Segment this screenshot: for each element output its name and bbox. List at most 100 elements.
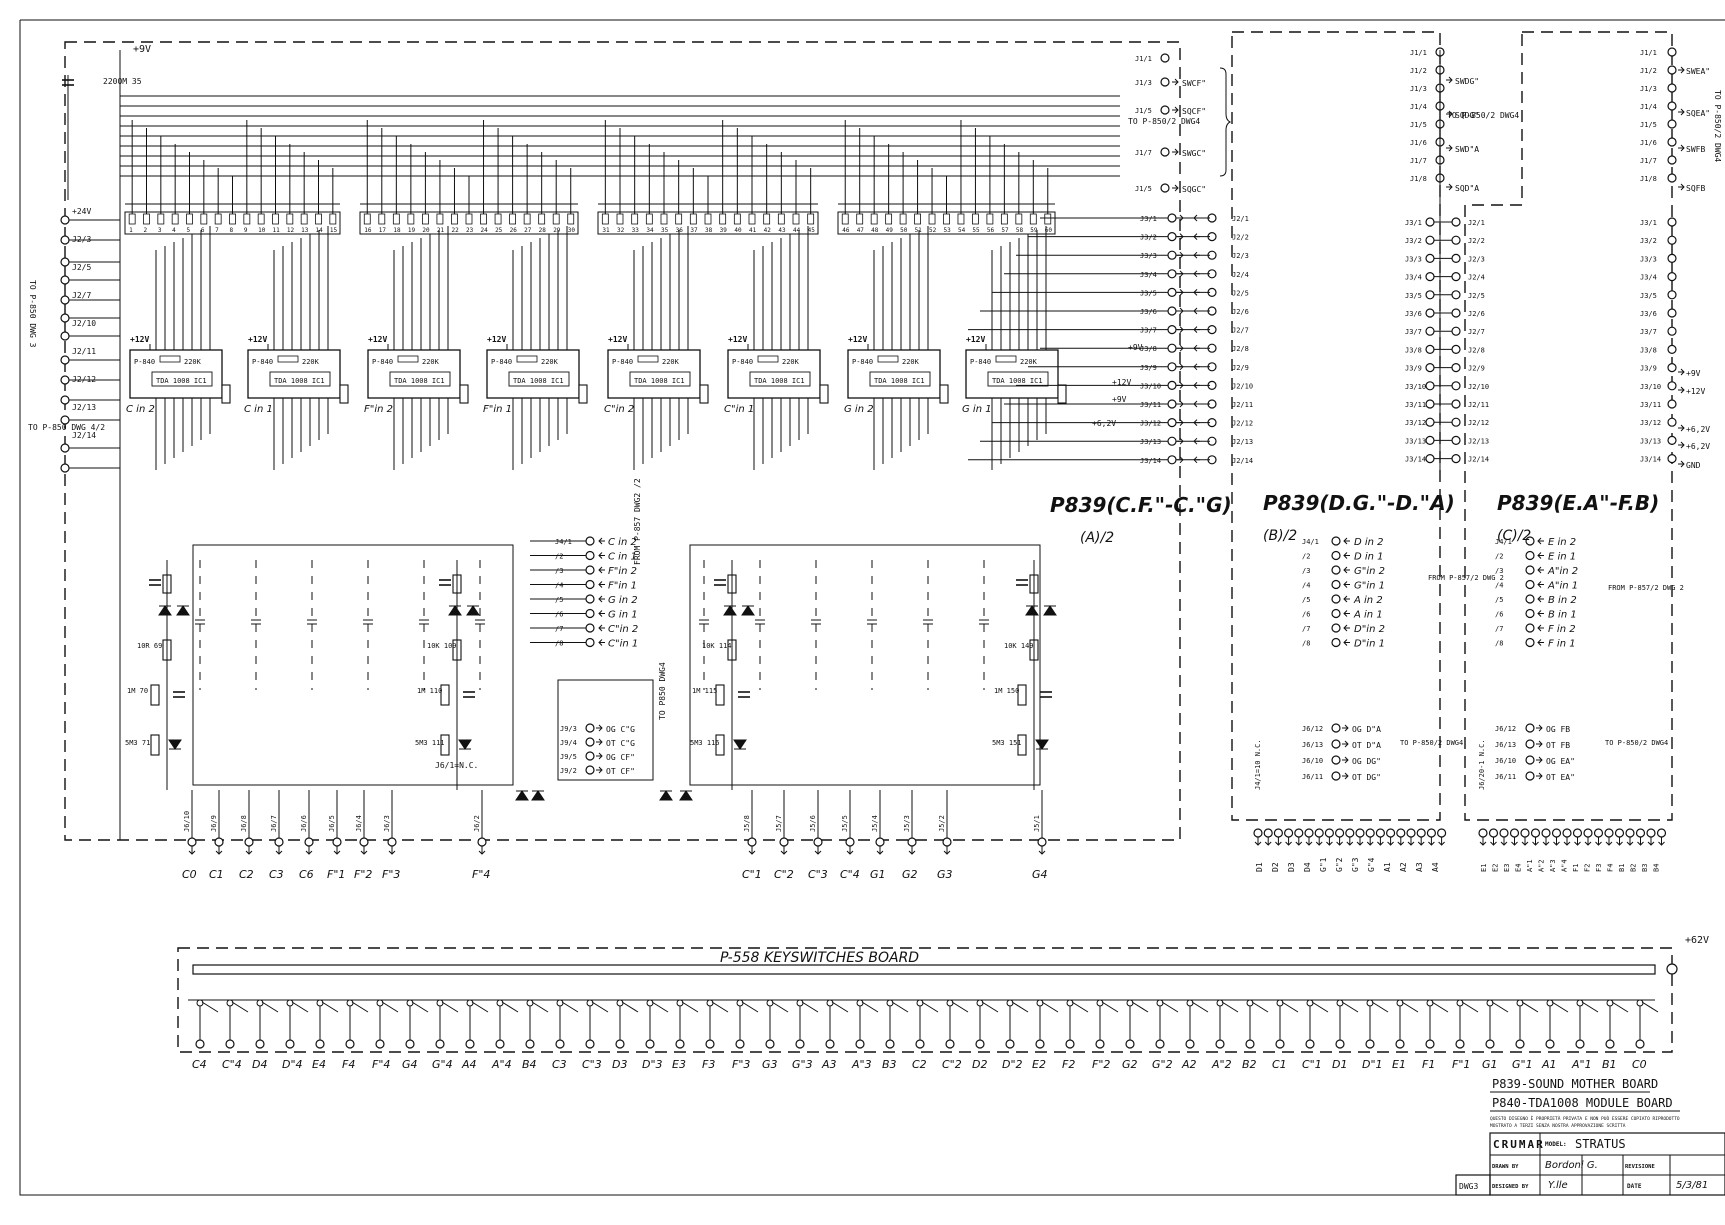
arrow — [245, 846, 253, 855]
switch-pivot — [1006, 999, 1014, 1007]
b-j1-signal: SWD"A — [1455, 145, 1479, 154]
switch-terminal — [1575, 1039, 1585, 1049]
resistor-number: 49 — [886, 227, 894, 234]
arrow — [598, 624, 605, 632]
switch-arm — [1071, 1001, 1089, 1013]
module-label: P-840 — [372, 358, 393, 366]
left-terminal — [60, 235, 70, 245]
switch-terminal — [1065, 1039, 1075, 1049]
c-input-terminal — [1525, 579, 1535, 590]
switch-pivot — [616, 999, 624, 1007]
bottom-note: C"1 — [742, 868, 762, 881]
capacitor — [173, 691, 185, 698]
c-input-signal: A"in 2 — [1547, 566, 1578, 577]
b-j2-pin: J2/14 — [1468, 456, 1489, 464]
arrow — [1678, 183, 1685, 191]
c-bottom-note: E2 — [1492, 864, 1500, 872]
j1-signal: SWGC" — [1182, 149, 1206, 158]
j1-terminal — [1160, 105, 1170, 115]
b-j1-signal: SQDG" — [1455, 111, 1479, 120]
arrow — [1336, 837, 1343, 846]
switch-arm — [1641, 1001, 1659, 1013]
j3-terminal — [1167, 455, 1177, 465]
arrow — [1574, 837, 1581, 846]
bottom-pin-label: J6/6 — [300, 815, 308, 832]
switch-arm — [1341, 1001, 1359, 1013]
arrow — [1537, 595, 1544, 603]
b-input-terminal — [1331, 608, 1341, 619]
c-j3-signal: +9V — [1686, 369, 1701, 378]
resistor — [128, 213, 136, 225]
key-switch: D"2 — [1002, 999, 1029, 1071]
resistor — [465, 213, 473, 225]
switch-terminal — [735, 1039, 745, 1049]
switch-terminal — [1185, 1039, 1195, 1049]
key-label: B2 — [1242, 1058, 1257, 1071]
b-out-pin: J6/12 — [1302, 725, 1323, 733]
key-switch: A2 — [1181, 999, 1209, 1071]
bottom-note: G2 — [902, 868, 918, 881]
key-label: D2 — [972, 1058, 987, 1071]
resistor-number: 30 — [568, 227, 576, 234]
switch-arm — [381, 1001, 399, 1013]
switch-terminal — [1515, 1039, 1525, 1049]
bottom-pin-label: J5/7 — [775, 815, 783, 832]
switch-arm — [1101, 1001, 1119, 1013]
switch-terminal — [795, 1039, 805, 1049]
trim-label: 220K — [902, 358, 920, 366]
ic-package — [869, 371, 931, 387]
resistor — [567, 213, 575, 225]
arrow — [1616, 837, 1623, 846]
key-label: C2 — [912, 1058, 927, 1071]
b-bottom-terminal — [1263, 828, 1273, 838]
resistor-number: 53 — [944, 227, 952, 234]
resistor-number: 12 — [287, 227, 295, 234]
chip-supply: +12V — [848, 335, 867, 344]
input-pin: /2 — [555, 553, 563, 561]
switch-terminal — [375, 1039, 385, 1049]
key-label: B1 — [1602, 1058, 1617, 1071]
c-input-terminal — [1525, 608, 1535, 619]
c-bottom-note: F2 — [1584, 864, 1592, 872]
component-label: 10K 114 — [702, 642, 732, 650]
arrow — [1343, 552, 1350, 559]
key-label: F4 — [342, 1058, 355, 1071]
switch-pivot — [1246, 999, 1254, 1007]
c-j3-pin: J3/14 — [1640, 456, 1661, 464]
j1-signal: SQCF" — [1182, 107, 1206, 116]
switch-terminal — [435, 1039, 445, 1049]
resistor — [699, 384, 709, 404]
chip-supply: +12V — [966, 335, 985, 344]
switch-terminal — [855, 1039, 865, 1049]
resistor — [459, 384, 469, 404]
c-j3-terminal — [1667, 454, 1677, 464]
key-label: F2 — [1062, 1058, 1075, 1071]
b-j3-pin: J3/3 — [1405, 255, 1422, 263]
left-terminal — [60, 395, 70, 405]
switch-pivot — [1486, 999, 1494, 1007]
switch-arm — [771, 1001, 789, 1013]
j3-pin-label: J3/4 — [1140, 271, 1157, 279]
switch-arm — [1161, 1001, 1179, 1013]
arrow — [598, 595, 605, 603]
j3-pin-label: J3/8 — [1140, 345, 1157, 353]
c-bottom-note: E4 — [1515, 864, 1523, 872]
chip-input-label: C in 1 — [244, 404, 273, 415]
model-value: STRATUS — [1575, 1137, 1626, 1151]
key-switch: F"1 — [1452, 999, 1479, 1071]
resistor — [719, 213, 727, 225]
j3-terminal — [1167, 250, 1177, 260]
resistor-number: 38 — [705, 227, 713, 234]
diode-symbol — [515, 790, 529, 801]
j1-signal: SQGC" — [1182, 185, 1206, 194]
c-j1-pin: J1/3 — [1640, 85, 1657, 93]
trim-label: 220K — [782, 358, 800, 366]
left-terminal — [60, 313, 70, 323]
key-switch: F"2 — [1092, 999, 1119, 1071]
b-j2-pin: J2/1 — [1468, 219, 1485, 227]
out-pin: J9/5 — [560, 753, 577, 761]
b-j3-terminal — [1425, 399, 1435, 409]
bottom-pin-label: J5/4 — [871, 815, 879, 832]
key-label: G"4 — [432, 1058, 453, 1071]
arrow — [1377, 837, 1384, 846]
